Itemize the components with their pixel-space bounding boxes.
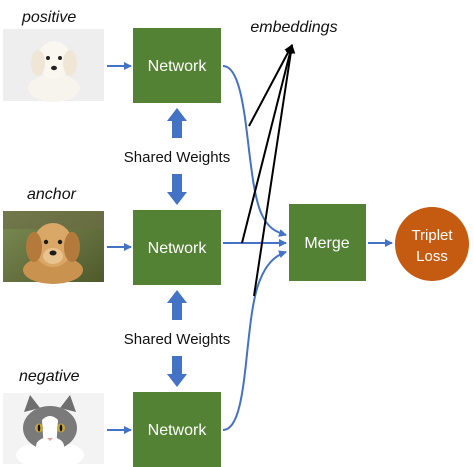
network-box-middle: Network: [133, 210, 221, 285]
bottom-network-to-merge-curve: [222, 250, 287, 431]
negative-image: [3, 393, 104, 467]
embedding-pointer-lines: [241, 44, 296, 297]
network-box-top: Network: [133, 28, 221, 103]
shared-weights-arrows-upper: [167, 108, 187, 205]
label-positive: positive: [21, 9, 76, 26]
triplet-loss-node: Triplet Loss: [395, 207, 469, 281]
network-label-top: Network: [148, 58, 208, 75]
label-anchor: anchor: [27, 186, 77, 203]
network-box-bottom: Network: [133, 392, 221, 467]
label-negative: negative: [19, 368, 80, 385]
shared-weights-label-upper: Shared Weights: [124, 149, 230, 166]
network-label-middle: Network: [148, 240, 208, 257]
label-embeddings: embeddings: [250, 19, 337, 36]
positive-image: [3, 29, 104, 102]
merge-box: Merge: [289, 204, 366, 281]
top-network-to-merge-curve: [222, 65, 287, 237]
merge-label: Merge: [304, 235, 349, 252]
network-label-bottom: Network: [148, 422, 208, 439]
shared-weights-label-lower: Shared Weights: [124, 331, 230, 348]
shared-weights-arrows-lower: [167, 290, 187, 387]
loss-label-line2: Loss: [416, 248, 448, 265]
anchor-image: [3, 211, 104, 284]
loss-label-line1: Triplet: [411, 227, 453, 244]
